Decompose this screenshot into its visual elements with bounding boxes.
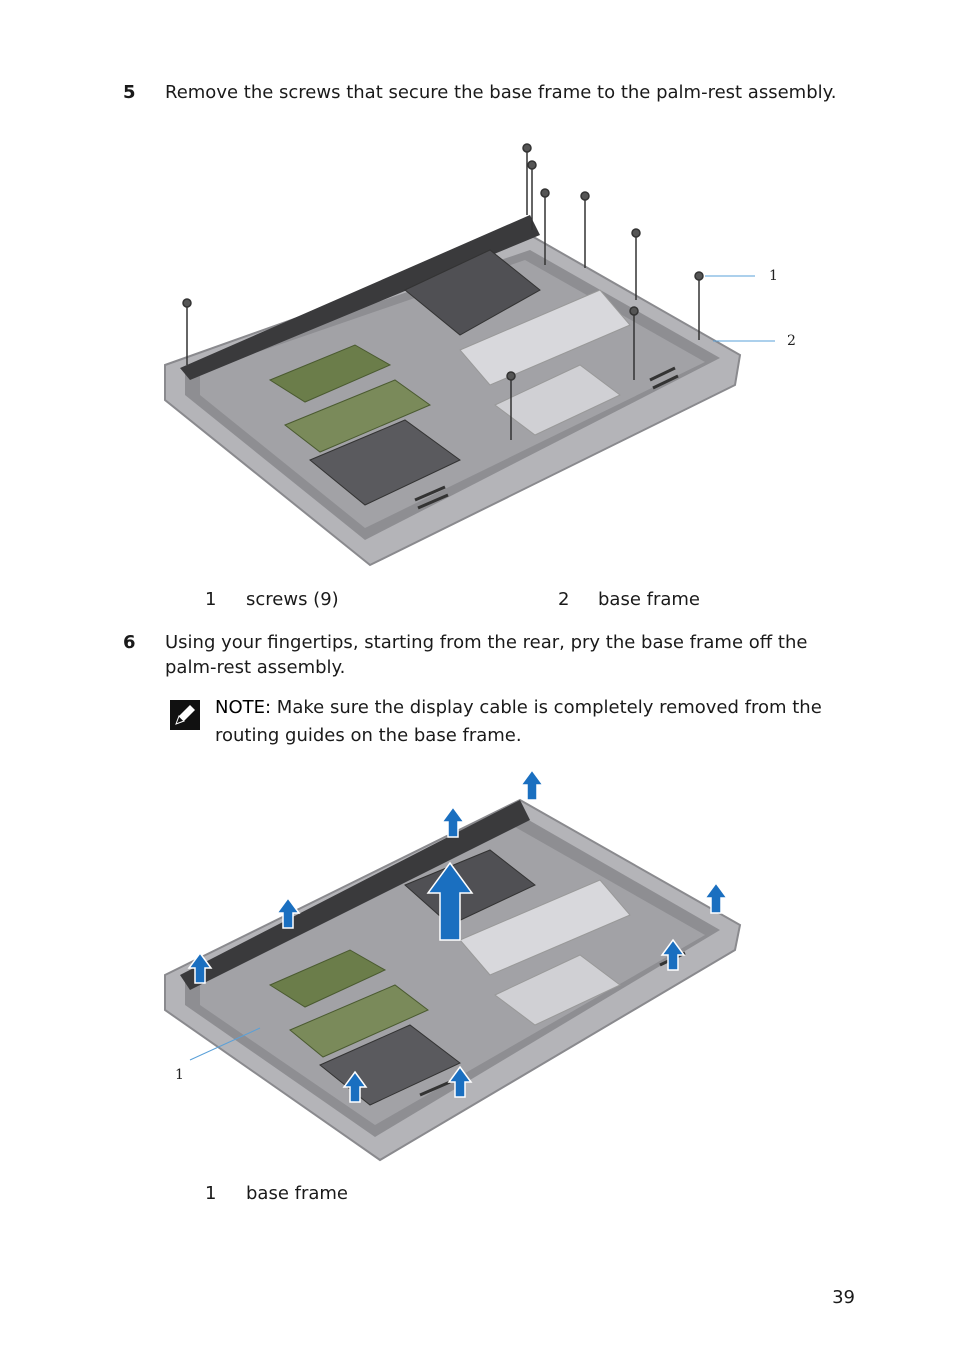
note-text: Make sure the display cable is completel… — [215, 697, 822, 746]
step-text: Remove the screws that secure the base f… — [165, 82, 837, 103]
figure-2-legend: 1 base frame — [205, 1183, 505, 1207]
step-number: 6 — [123, 632, 136, 653]
callout-1: 1 — [769, 268, 778, 284]
step-text: Using your fingertips, starting from the… — [165, 632, 808, 678]
page-number: 39 — [832, 1287, 855, 1308]
figure-1-legend: 1 screws (9) 2 base frame — [205, 589, 765, 613]
figure-pry-base-frame: 1 — [160, 765, 800, 1170]
callout-1: 1 — [175, 1067, 184, 1083]
lift-arrows — [187, 768, 729, 1103]
figure-screws-base-frame: 1 2 — [160, 140, 800, 575]
laptop-base-illustration — [164, 143, 775, 567]
laptop-base-illustration — [164, 768, 742, 1162]
callout-2: 2 — [787, 333, 796, 349]
legend-label: base frame — [246, 1183, 349, 1204]
legend-number: 1 — [205, 589, 217, 610]
pencil-note-icon — [170, 700, 200, 730]
note-body: NOTE: Make sure the display cable is com… — [215, 694, 865, 750]
legend-label: base frame — [598, 589, 701, 610]
legend-number: 2 — [558, 589, 570, 610]
legend-label: screws (9) — [246, 589, 339, 610]
note-label: NOTE: — [215, 697, 272, 718]
legend-number: 1 — [205, 1183, 217, 1204]
step-number: 5 — [123, 82, 136, 103]
screws — [182, 143, 704, 440]
